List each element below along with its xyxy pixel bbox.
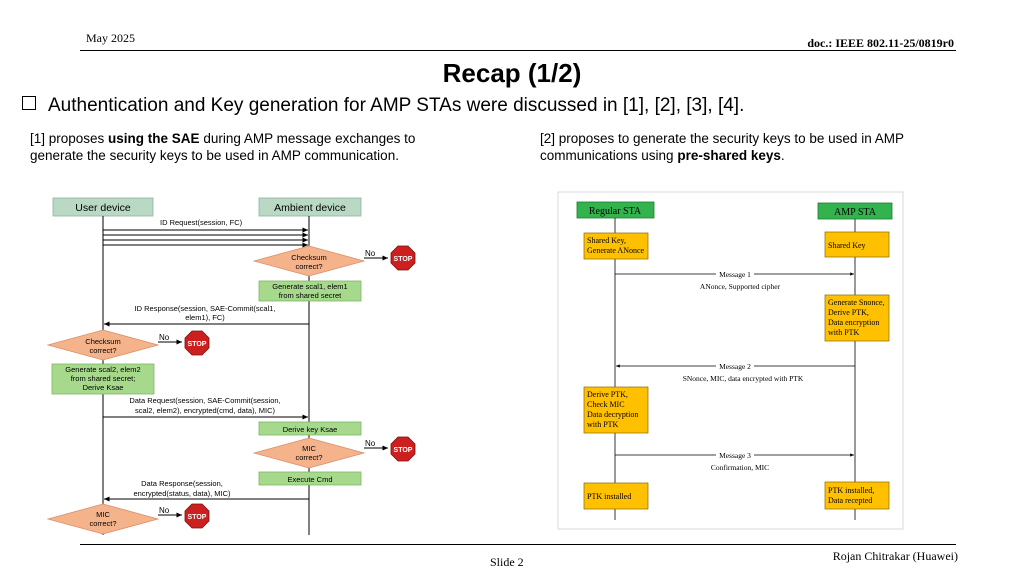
right-description-pre: [2] proposes to generate the security ke… [540,131,904,163]
msg-data-request-line2: scal2, elem2), encrypted(cmd, data), MIC… [135,406,276,415]
shared-key-gen-line1: Shared Key, [587,236,626,245]
header-rule [80,50,956,51]
checksum-diamond-1 [252,245,366,277]
msg-data-response-line1: Data Response(session, [141,479,223,488]
mic-1-line2: correct? [295,453,322,462]
left-description-post: during AMP message exchanges to generate… [30,131,416,163]
msg-data-response-line2: encrypted(status, data), MIC) [133,489,231,498]
generate-snonce-line4: with PTK [828,328,860,337]
checksum-diamond-2 [46,329,160,361]
stop-label: STOP [188,341,207,348]
stop-label: STOP [394,256,413,263]
regular-sta-header [576,201,655,219]
stop-sign-icon: STOP [184,503,210,529]
stop-label: STOP [394,447,413,454]
generate-scal2-line2: from shared secret; [71,374,136,383]
generate-scal1-line2: from shared secret [279,291,342,300]
execute-cmd-box [258,471,362,486]
message2-label: Message 2 [719,362,751,371]
footer-author: Rojan Chitrakar (Huawei) [832,549,958,563]
checksum-1-line1: Checksum [291,253,326,262]
derive-ptk-line4: with PTK [587,420,619,429]
message2-sub-label: SNonce, MIC, data encrypted with PTK [683,374,804,383]
derive-ptk-line3: Data decryption [587,410,638,419]
generate-snonce-line3: Data encryption [828,318,879,327]
ptk-installed-label: PTK installed [587,492,631,501]
message2-label-bg [716,361,754,370]
right-description-bold: pre-shared keys [677,148,781,163]
checksum-2-line1: Checksum [85,337,120,346]
message1-sub-label: ANonce, Supported cipher [700,282,781,291]
header-date: May 2025 [86,31,135,45]
bullet-text: Authentication and Key generation for AM… [48,95,745,116]
slide-title: Recap (1/2) [442,58,582,88]
right-description: [2] proposes to generate the security ke… [540,130,980,164]
ptk-installed-box [583,482,649,510]
generate-snonce-box [824,294,890,342]
message3-label: Message 3 [719,451,751,460]
msg-data-request-line1: Data Request(session, SAE-Commit(session… [129,396,280,405]
stop-sign-icon: STOP [390,245,416,271]
generate-scal2-box [51,363,155,395]
left-description-bold: using the SAE [108,131,200,146]
derive-ptk-line2: Check MIC [587,400,625,409]
mic-1-line1: MIC [302,444,316,453]
checkbox-bullet-icon [22,96,36,110]
ptk-installed-amp-line1: PTK installed, [828,486,874,495]
generate-scal1-box [258,280,362,302]
no-label-2: No [159,333,170,342]
right-description-post: . [780,148,785,163]
message3-sub-label: Confirmation, MIC [711,463,769,472]
amp-sta-label: AMP STA [834,207,877,218]
ambient-device-label: Ambient device [274,202,346,214]
stop-label: STOP [188,514,207,521]
generate-snonce-line1: Generate Snonce, [828,298,884,307]
derive-ptk-box [583,386,649,434]
checksum-2-line2: correct? [89,346,116,355]
psk-diagram-frame [557,191,904,530]
left-description: [1] proposes using the SAE during AMP me… [30,130,440,164]
message1-label: Message 1 [719,270,751,279]
mic-diamond-1 [252,437,366,469]
no-label-4: No [159,506,170,515]
generate-scal2-line3: Derive Ksae [83,383,124,392]
msg-id-request-label: ID Request(session, FC) [160,218,243,227]
stop-sign-icon: STOP [390,436,416,462]
footer-rule [80,544,956,545]
footer-slide-number: Slide 2 [490,555,524,569]
derive-key-box [258,421,362,436]
bullet-point: Authentication and Key generation for AM… [22,95,744,117]
shared-key-generate-anonce-box [583,232,649,260]
no-label-1: No [365,249,376,258]
ptk-installed-amp-box [824,481,890,510]
mic-2-line2: correct? [89,519,116,528]
ambient-device-header [258,197,362,217]
derive-ptk-line1: Derive PTK, [587,390,628,399]
header-doc-id: doc.: IEEE 802.11-25/0819r0 [807,36,954,50]
generate-scal2-line1: Generate scal2, elem2 [65,365,140,374]
generate-snonce-line2: Derive PTK, [828,308,869,317]
shared-key-gen-line2: Generate ANonce [587,246,645,255]
message3-label-bg [716,450,754,459]
regular-sta-label: Regular STA [589,206,642,217]
msg-id-response-line2: elem1), FC) [185,313,225,322]
no-label-3: No [365,439,376,448]
left-description-pre: [1] proposes [30,131,109,146]
derive-key-label: Derive key Ksae [283,425,338,434]
stop-sign-icon: STOP [184,330,210,356]
checksum-1-line2: correct? [295,262,322,271]
generate-scal1-line1: Generate scal1, elem1 [272,282,347,291]
mic-diamond-2 [46,503,160,535]
shared-key-box [824,231,890,258]
execute-cmd-label: Execute Cmd [287,475,332,484]
message1-label-bg [716,269,754,278]
user-device-label: User device [75,202,131,214]
shared-key-label: Shared Key [828,241,866,250]
mic-2-line1: MIC [96,510,110,519]
msg-id-response-line1: ID Response(session, SAE-Commit(scal1, [135,304,276,313]
ptk-installed-amp-line2: Data recepted [828,496,872,505]
